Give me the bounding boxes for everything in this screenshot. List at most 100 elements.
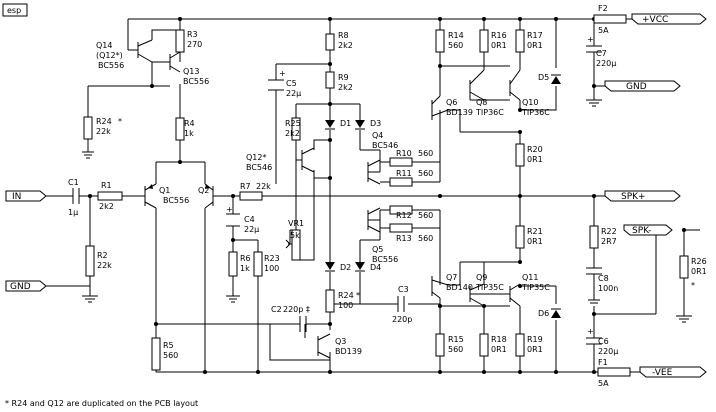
svg-text:Q1: Q1 (159, 186, 170, 195)
svg-text:22k: 22k (96, 127, 111, 136)
capacitor-c2: C2 220p ‡ (271, 305, 318, 332)
svg-text:5A: 5A (598, 379, 609, 388)
svg-text:R4: R4 (184, 119, 195, 128)
svg-text:560: 560 (418, 211, 433, 220)
svg-text:270: 270 (187, 40, 202, 49)
resistor-r6: R6 1k (228, 251, 251, 277)
trimmer-vr1: VR1 5k (285, 219, 304, 261)
capacitor-c1: C1 1µ (68, 178, 80, 217)
resistor-r16: R16 0R1 (479, 29, 507, 53)
capacitor-c3: C3 220p (392, 285, 412, 324)
resistor-r21: R21 0R1 (515, 225, 543, 249)
port-spk-pos: SPK+ (604, 190, 681, 202)
transistor-q11: Q11 TIP35C (509, 273, 550, 307)
svg-text:+: + (279, 69, 286, 78)
vas-wires (269, 19, 441, 372)
input-wires (46, 19, 440, 372)
svg-text:IN: IN (12, 192, 21, 202)
svg-text:BD140: BD140 (446, 283, 473, 292)
transistor-q1: Q1 BC556 (144, 183, 189, 209)
svg-text:BD139: BD139 (446, 108, 473, 117)
svg-text:0R1: 0R1 (491, 41, 507, 50)
svg-text:220µ: 220µ (596, 59, 616, 68)
resistor-r20: R20 0R1 (515, 143, 543, 167)
svg-text:Q6: Q6 (446, 98, 457, 107)
svg-text:R10: R10 (396, 149, 412, 158)
svg-text:R6: R6 (240, 254, 251, 263)
svg-text:F2: F2 (598, 4, 608, 13)
svg-text:SPK+: SPK+ (621, 192, 646, 202)
transistor-q9: Q9 TIP35C (469, 262, 504, 307)
svg-text:C2: C2 (271, 305, 282, 314)
svg-text:BC556: BC556 (372, 255, 398, 264)
svg-text:*: * (356, 291, 360, 300)
svg-text:R7: R7 (240, 182, 251, 191)
svg-text:BC546: BC546 (246, 163, 272, 172)
resistor-r17: R17 0R1 (515, 29, 543, 53)
svg-text:R25: R25 (285, 119, 301, 128)
svg-text:Q5: Q5 (372, 245, 383, 254)
resistor-r1: R1 2k2 (97, 181, 123, 211)
diode-d4: D4 (355, 262, 381, 272)
resistor-r22: R22 2R7 (589, 225, 617, 249)
svg-text:C1: C1 (68, 178, 79, 187)
resistor-r4: R4 1k (175, 117, 195, 141)
svg-text:-VEE: -VEE (652, 368, 673, 378)
svg-text:BC546: BC546 (372, 141, 398, 150)
svg-text:Q14: Q14 (96, 41, 112, 50)
svg-text:BD139: BD139 (335, 347, 362, 356)
port-vee: -VEE (594, 366, 707, 378)
svg-text:0R1: 0R1 (691, 267, 707, 276)
svg-text:TIP36C: TIP36C (521, 108, 550, 117)
resistor-r7: R7 22k (239, 182, 271, 201)
port-spk-neg: SPK- (623, 224, 673, 236)
resistor-r9: R9 2k2 (325, 71, 353, 92)
resistor-r18: R18 0R1 (479, 333, 507, 357)
svg-text:R2: R2 (97, 251, 108, 260)
svg-text:R23: R23 (264, 254, 280, 263)
svg-text:220p: 220p (392, 315, 412, 324)
svg-text:VR1: VR1 (288, 219, 304, 228)
svg-text:100: 100 (338, 301, 353, 310)
capacitor-c8: C8 100n (586, 267, 618, 293)
capacitor-c7: + C7 220µ (586, 35, 616, 68)
svg-text:R14: R14 (448, 31, 464, 40)
svg-text:D6: D6 (538, 309, 549, 318)
fuse-f2: F2 5A (593, 4, 632, 35)
svg-text:Q9: Q9 (476, 273, 487, 282)
svg-text:*: * (691, 281, 695, 290)
svg-text:5k: 5k (290, 231, 300, 240)
svg-text:BC556: BC556 (98, 61, 124, 70)
transistor-q10: Q10 TIP36C (509, 69, 550, 117)
svg-text:GND: GND (626, 82, 647, 92)
svg-text:Q13: Q13 (183, 67, 199, 76)
svg-text:+VCC: +VCC (642, 15, 668, 25)
svg-text:R16: R16 (491, 31, 507, 40)
svg-text:TIP36C: TIP36C (475, 108, 504, 117)
svg-text:560: 560 (163, 351, 178, 360)
svg-text:100n: 100n (598, 284, 618, 293)
svg-text:0R1: 0R1 (527, 155, 543, 164)
svg-text:2k2: 2k2 (338, 41, 353, 50)
svg-text:Q4: Q4 (372, 131, 383, 140)
capacitor-c4: + C4 22µ (226, 205, 259, 234)
svg-text:R11: R11 (396, 169, 412, 178)
resistor-r3: R3 270 (175, 29, 202, 53)
svg-text:D5: D5 (538, 73, 549, 82)
svg-text:220p ‡: 220p ‡ (283, 305, 310, 314)
resistor-r11: R11 560 (389, 169, 433, 187)
resistor-r2: R2 22k (85, 245, 112, 277)
resistor-r8: R8 2k2 (325, 31, 353, 51)
svg-text:5A: 5A (598, 26, 609, 35)
svg-text:(Q12*): (Q12*) (96, 51, 123, 60)
footnote: * R24 and Q12 are duplicated on the PCB … (5, 399, 198, 408)
svg-text:C7: C7 (596, 49, 607, 58)
svg-text:R17: R17 (527, 31, 543, 40)
transistor-q2: Q2 (198, 183, 214, 209)
svg-text:0R1: 0R1 (527, 345, 543, 354)
svg-text:C8: C8 (598, 274, 609, 283)
svg-text:R9: R9 (338, 73, 349, 82)
svg-text:R15: R15 (448, 335, 464, 344)
transistor-q14: Q14 (Q12*) BC556 (96, 29, 180, 70)
